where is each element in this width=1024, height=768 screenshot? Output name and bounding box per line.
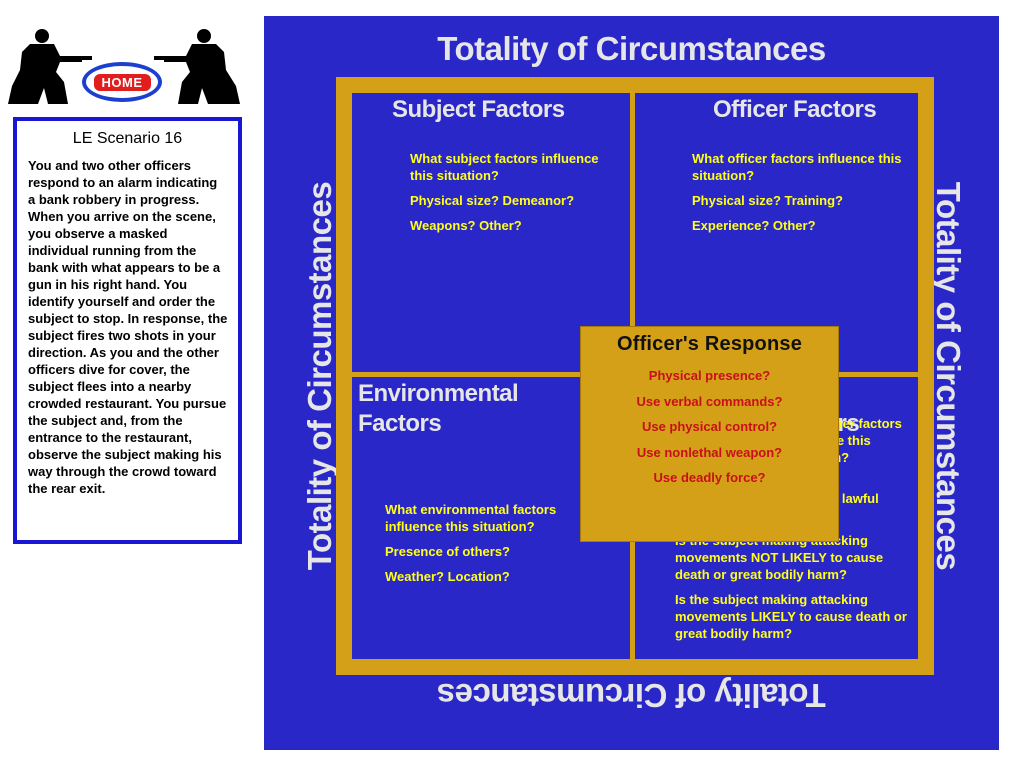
response-option: Use nonlethal weapon? — [636, 444, 783, 460]
diagram-title-top: Totality of Circumstances — [437, 30, 826, 67]
environmental-heading-line1: Environmental — [358, 380, 519, 407]
officer-response-list: Physical presence? Use verbal commands? … — [581, 367, 838, 495]
environmental-factors-heading: Environmental Factors — [358, 379, 519, 439]
officer-response-box: Officer's Response Physical presence? Us… — [580, 326, 839, 542]
totality-diagram: Totality of Circumstances Totality of Ci… — [264, 16, 999, 750]
response-option: Use physical control? — [641, 419, 778, 434]
officer-factor-item: Experience? Other? — [692, 218, 816, 233]
scenario-card: LE Scenario 16 You and two other officer… — [13, 117, 242, 544]
diagram-title-bottom: Totality of Circumstances — [437, 677, 826, 714]
response-option: Use verbal commands? — [636, 393, 783, 409]
gold-frame: Subject Factors What subject factors inf… — [336, 77, 934, 675]
diagram-title-left-wrap: Totality of Circumstances — [300, 182, 340, 570]
officer-factor-item: What officer factors influence this situ… — [692, 151, 902, 183]
diagram-title-right: Totality of Circumstances — [930, 181, 968, 571]
officer-factors-list: What officer factors influence this situ… — [692, 150, 912, 242]
home-button-label: HOME — [93, 73, 151, 91]
officer-factor-item: Physical size? Training? — [692, 193, 843, 208]
logo-silhouettes — [8, 29, 240, 104]
diagram-title-right-wrap: Totality of Circumstances — [928, 182, 968, 570]
environmental-factors-list: What environmental factors influence thi… — [385, 501, 595, 593]
environmental-factor-item: Presence of others? — [385, 544, 510, 559]
quadrant-officer-factors: Officer Factors What officer factors inf… — [635, 93, 918, 372]
other-factor-item: Is the subject making attacking movement… — [675, 592, 907, 641]
officer-response-heading: Officer's Response — [616, 333, 803, 355]
subject-factor-item: What subject factors influence this situ… — [410, 151, 599, 183]
right-officer-silhouette-icon — [154, 29, 240, 104]
environmental-heading-line2: Factors — [358, 410, 442, 437]
subject-factors-list: What subject factors influence this situ… — [410, 150, 625, 242]
response-option: Use deadly force? — [653, 470, 766, 485]
response-option: Physical presence? — [648, 368, 771, 383]
subject-factor-item: Weapons? Other? — [410, 218, 522, 233]
subject-factor-item: Physical size? Demeanor? — [410, 193, 575, 208]
quadrant-subject-factors: Subject Factors What subject factors inf… — [352, 93, 630, 372]
environmental-factor-item: What environmental factors influence thi… — [385, 502, 557, 534]
scenario-description: You and two other officers respond to an… — [28, 158, 228, 496]
diagram-title-left: Totality of Circumstances — [301, 181, 339, 571]
scenario-title: LE Scenario 16 — [72, 130, 183, 147]
subject-factors-heading: Subject Factors — [392, 96, 565, 123]
left-officer-silhouette-icon — [8, 29, 92, 104]
environmental-factor-item: Weather? Location? — [385, 569, 510, 584]
officer-factors-heading: Officer Factors — [713, 96, 877, 123]
home-button[interactable]: HOME — [82, 62, 162, 102]
